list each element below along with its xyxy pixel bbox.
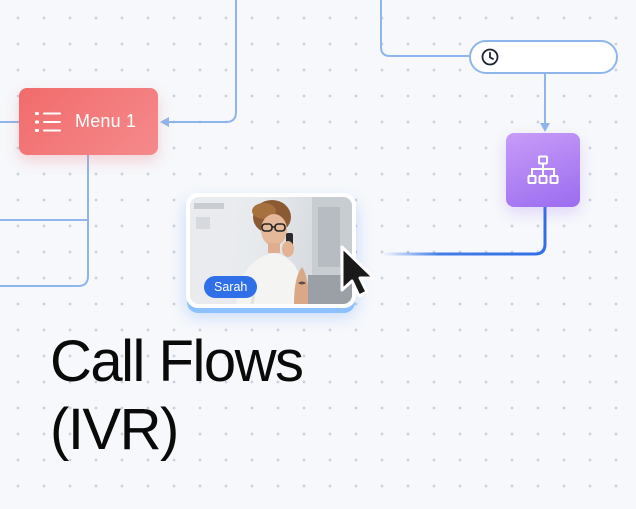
menu-node-label: Menu 1 [75,111,137,131]
timer-node[interactable] [469,40,618,74]
connector-arrowhead-org [540,123,550,132]
list-icon [35,111,61,132]
connector-to-timer [380,0,469,57]
caller-photo: Sarah [190,197,352,304]
connector-arrowhead-menu [160,117,169,127]
caller-card[interactable]: Sarah [186,193,356,308]
cursor-arrow-icon [340,245,376,298]
clock-icon [481,48,499,66]
connector-menu-branches [0,155,89,287]
connector-active [382,207,547,256]
menu-node[interactable]: Menu 1 [19,88,158,155]
page-title: Call Flows (IVR) [50,328,304,464]
page-title-line2: (IVR) [50,397,179,462]
caller-name-badge: Sarah [204,276,258,298]
org-chart-node[interactable] [506,133,580,207]
page-title-line1: Call Flows [50,329,304,394]
org-chart-icon [527,155,559,184]
connector-to-menu [168,0,237,123]
